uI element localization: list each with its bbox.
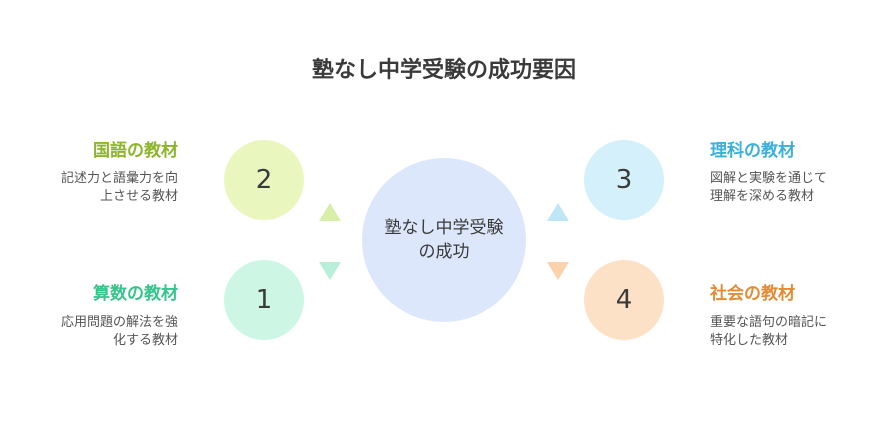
desc-kokugo-line2: 上させる教材 [99, 189, 178, 204]
triangle-up-left-icon [319, 203, 341, 221]
desc-rika-line2: 理解を深める教材 [710, 189, 815, 204]
node-number-1: 1 [255, 285, 273, 315]
node-circle-2: 2 [224, 140, 304, 220]
heading-kokugo: 国語の教材 [93, 141, 178, 161]
desc-shakai: 重要な語句の暗記に 特化した教材 [710, 314, 880, 350]
triangle-up-right-icon [547, 203, 569, 221]
desc-shakai-line1: 重要な語句の暗記に [710, 315, 828, 330]
node-number-3: 3 [615, 165, 633, 195]
node-circle-4: 4 [584, 260, 664, 340]
heading-shakai: 社会の教材 [710, 284, 795, 304]
node-circle-3: 3 [584, 140, 664, 220]
desc-rika: 図解と実験を通じて 理解を深める教材 [710, 170, 880, 206]
desc-sansu: 応用問題の解法を強 化する教材 [20, 314, 178, 350]
desc-sansu-line2: 化する教材 [112, 333, 178, 348]
center-circle: 塾なし中学受験 の成功 [362, 158, 526, 322]
center-label-line1: 塾なし中学受験 [384, 218, 504, 238]
node-number-2: 2 [255, 165, 273, 195]
desc-kokugo-line1: 記述力と語彙力を向 [60, 171, 178, 186]
node-circle-1: 1 [224, 260, 304, 340]
desc-shakai-line2: 特化した教材 [710, 333, 789, 348]
triangle-down-left-icon [319, 262, 341, 280]
triangle-down-right-icon [547, 262, 569, 280]
desc-sansu-line1: 応用問題の解法を強 [60, 315, 178, 330]
desc-kokugo: 記述力と語彙力を向 上させる教材 [20, 170, 178, 206]
node-number-4: 4 [615, 285, 633, 315]
diagram-title: 塾なし中学受験の成功要因 [311, 58, 576, 83]
desc-rika-line1: 図解と実験を通じて [710, 171, 828, 186]
heading-sansu: 算数の教材 [93, 284, 178, 304]
heading-rika: 理科の教材 [710, 141, 795, 161]
center-label-line2: の成功 [418, 242, 470, 262]
